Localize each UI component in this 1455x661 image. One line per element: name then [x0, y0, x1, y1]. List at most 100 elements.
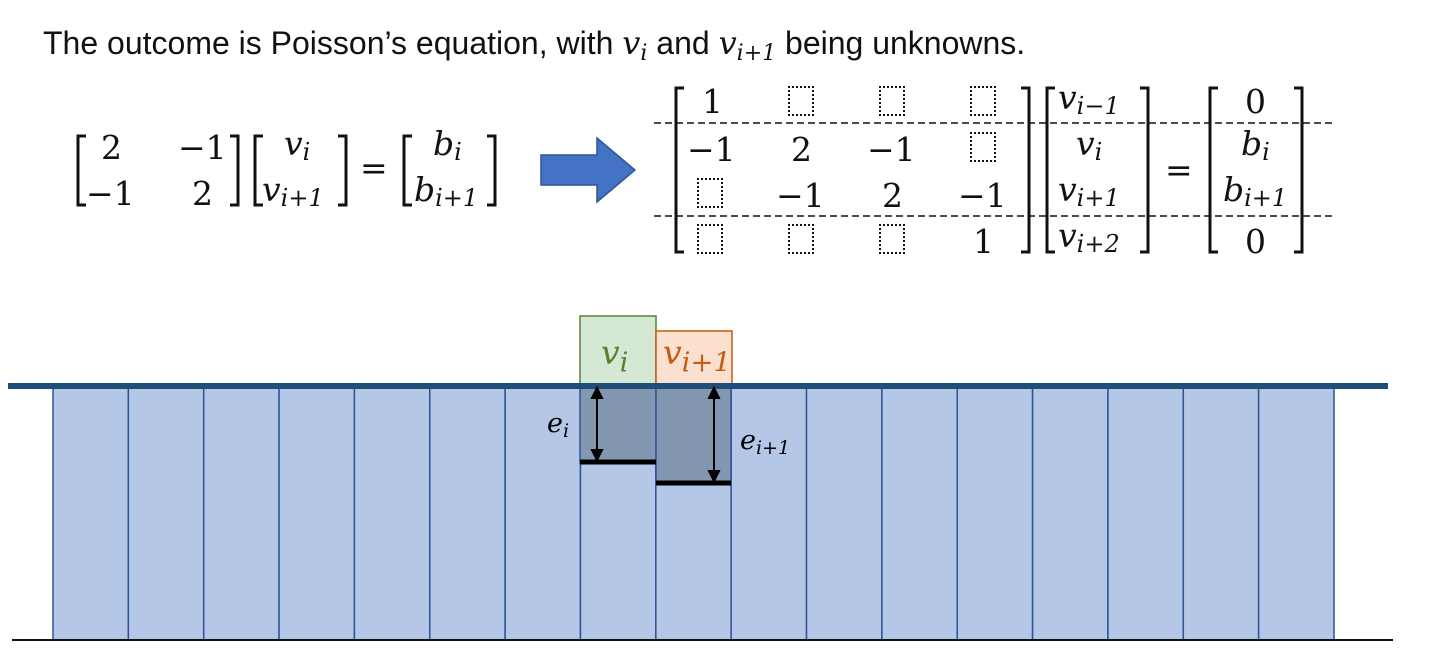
large-unknown-vim1: vi−1 — [1058, 78, 1120, 120]
small-equals: = — [360, 148, 388, 187]
ei-arrow-head-top — [590, 385, 604, 399]
large-matrix-r2c2: 2 — [791, 130, 812, 169]
large-equals: = — [1165, 150, 1193, 189]
large-matrix-right-bracket — [1021, 86, 1031, 254]
headline-suffix: being unknowns. — [776, 25, 1026, 61]
small-unknown-vi-base: v — [284, 124, 303, 163]
small-unknown-vi1-base: v — [262, 170, 281, 209]
large-rhs-bi1: bi+1 — [1223, 170, 1287, 212]
large-unknown-vi2-base: v — [1058, 216, 1077, 255]
large-matrix-left-bracket — [674, 86, 684, 254]
large-unknown-vim1-sub: i−1 — [1076, 92, 1120, 120]
small-rhs-bi1: bi+1 — [414, 170, 478, 212]
large-unknown-vi-base: v — [1076, 124, 1095, 163]
placeholder-box-r2c4 — [970, 132, 996, 162]
cell-column — [52, 385, 130, 641]
cell-column — [730, 385, 808, 641]
placeholder-box-r4c1 — [697, 224, 723, 254]
vi1-label-sub: i+1 — [681, 346, 731, 379]
ei1-arrow-head-bottom — [707, 470, 721, 484]
ei-label: ei — [547, 408, 569, 442]
large-rhs-left-bracket — [1208, 86, 1218, 254]
large-unknown-vi2: vi+2 — [1058, 216, 1120, 258]
headline-var-vi1-base: v — [718, 24, 737, 62]
vi-label-sub: i — [619, 346, 629, 379]
small-unknowns-left-bracket — [253, 134, 263, 207]
cell-column — [1257, 385, 1335, 641]
small-matrix-right-bracket — [230, 134, 240, 207]
large-rhs-bi1-base: b — [1223, 170, 1245, 209]
headline-middle: and — [647, 25, 719, 61]
cell-column — [127, 385, 205, 641]
transform-arrow — [540, 136, 637, 204]
ei1-arrow-head-top — [707, 385, 721, 399]
headline-var-vi1: vi+1 — [718, 24, 777, 66]
large-rhs-r4: 0 — [1245, 222, 1266, 261]
cell-column — [881, 385, 958, 641]
large-rhs-bi: bi — [1241, 124, 1270, 166]
large-matrix-r2c1: −1 — [687, 130, 736, 169]
cell-column — [1107, 385, 1185, 641]
small-unknown-vi1-sub: i+1 — [280, 184, 324, 212]
ei1-label: ei+1 — [740, 425, 790, 459]
large-rhs-bi-sub: i — [1262, 138, 1270, 166]
large-matrix-r3c4: −1 — [958, 176, 1007, 215]
small-matrix-a22: 2 — [192, 174, 213, 213]
large-unknown-vim1-base: v — [1058, 78, 1077, 117]
large-rhs-bi1-sub: i+1 — [1244, 184, 1288, 212]
large-unknown-vi1-sub: i+1 — [1076, 184, 1120, 212]
cell-column — [353, 385, 431, 641]
placeholder-box-r1c3 — [879, 86, 905, 116]
large-unknown-vi: vi — [1076, 124, 1102, 166]
cell-column — [956, 385, 1034, 641]
cell-column — [1182, 385, 1260, 641]
small-rhs-left-bracket — [402, 134, 412, 207]
cell-column — [202, 385, 280, 641]
ei-label-base: e — [547, 408, 563, 439]
vi-label: vi — [601, 333, 628, 379]
ei1-highlight-region — [655, 385, 732, 485]
large-rhs-bi-base: b — [1241, 124, 1263, 163]
large-unknown-vi-sub: i — [1094, 138, 1103, 166]
small-matrix-a11: 2 — [101, 128, 122, 167]
small-rhs-bi1-base: b — [414, 170, 436, 209]
vi-label-base: v — [601, 333, 620, 372]
large-unknown-vi1: vi+1 — [1058, 170, 1120, 212]
vi-box — [579, 315, 657, 387]
cell-column — [429, 385, 506, 641]
cell-column — [805, 385, 883, 641]
small-unknown-vi: vi — [284, 124, 310, 166]
small-unknowns-right-bracket — [338, 134, 348, 207]
small-matrix-a12: −1 — [178, 128, 227, 167]
large-unknowns-left-bracket — [1045, 86, 1055, 254]
headline-var-vi-base: v — [622, 24, 641, 62]
headline-var-vi-sub: i — [640, 41, 648, 66]
large-unknown-vi1-base: v — [1058, 170, 1077, 209]
large-unknown-vi2-sub: i+2 — [1076, 230, 1120, 258]
small-unknown-vi1: vi+1 — [262, 170, 324, 212]
large-matrix-r1c1: 1 — [702, 82, 723, 121]
headline-var-vi1-sub: i+1 — [736, 41, 777, 66]
placeholder-box-r1c2 — [788, 86, 814, 116]
large-matrix-r3c3: 2 — [882, 176, 903, 215]
large-matrix-r3c2: −1 — [776, 176, 825, 215]
cell-column — [504, 385, 582, 641]
small-unknown-vi-sub: i — [302, 138, 311, 166]
headline-var-vi: vi — [622, 24, 647, 66]
placeholder-box-r1c4 — [970, 86, 996, 116]
small-rhs-bi-sub: i — [454, 138, 462, 166]
small-rhs-bi1-sub: i+1 — [435, 184, 479, 212]
placeholder-box-r4c3 — [879, 224, 905, 254]
large-unknowns-right-bracket — [1140, 86, 1150, 254]
headline-prefix: The outcome is Poisson’s equation, with — [43, 25, 623, 61]
large-rhs-r1: 0 — [1245, 82, 1266, 121]
vi1-label: vi+1 — [663, 333, 731, 379]
ei1-label-base: e — [740, 425, 756, 456]
headline: The outcome is Poisson’s equation, with … — [43, 24, 1025, 66]
ei-arrow-head-bottom — [590, 449, 604, 463]
ei-label-sub: i — [562, 420, 570, 442]
small-matrix-left-bracket — [76, 134, 86, 207]
large-rhs-right-bracket — [1294, 86, 1304, 254]
